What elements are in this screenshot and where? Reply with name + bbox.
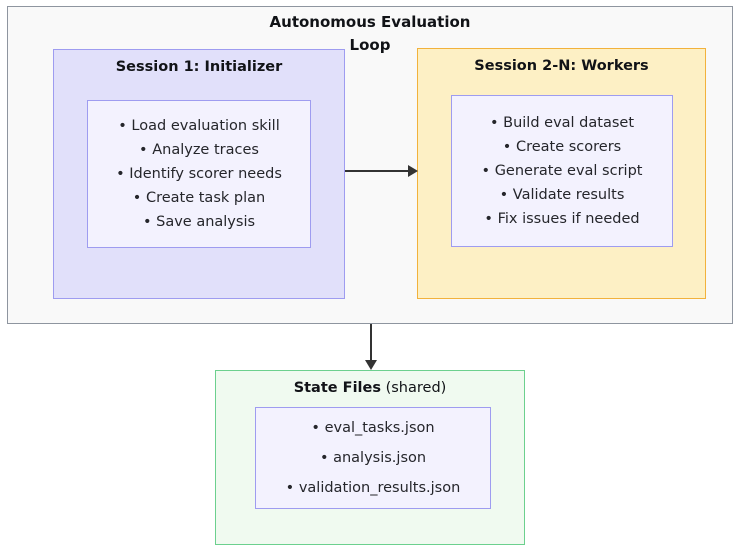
list-item: • Create task plan (132, 190, 266, 206)
list-item: • Validate results (499, 187, 625, 203)
list-item: • Load evaluation skill (118, 118, 280, 134)
panel-session-initializer[interactable]: Session 1: Initializer • Load evaluation… (53, 49, 345, 299)
state-files-title-strong: State Files (293, 380, 381, 396)
arrow-down-icon (365, 324, 377, 370)
list-item: • Build eval dataset (489, 115, 635, 131)
panel-title-workers: Session 2-N: Workers (474, 58, 649, 74)
workers-task-list: • Build eval dataset • Create scorers • … (451, 95, 673, 247)
panel-session-workers[interactable]: Session 2-N: Workers • Build eval datase… (417, 48, 706, 299)
list-item: • Identify scorer needs (116, 166, 282, 182)
list-item: • Analyze traces (139, 142, 259, 158)
arrow-right-icon (345, 165, 418, 177)
state-files-title: State Files (shared) (216, 380, 524, 396)
list-item: • eval_tasks.json (311, 420, 435, 436)
list-item: • analysis.json (319, 450, 427, 466)
list-item: • Fix issues if needed (484, 211, 640, 227)
state-files-list: • eval_tasks.json • analysis.json • vali… (255, 407, 491, 509)
loop-title: Autonomous Evaluation Loop (269, 13, 471, 54)
panel-title-initializer: Session 1: Initializer (115, 59, 283, 75)
list-item: • Create scorers (502, 139, 622, 155)
autonomous-evaluation-loop-container: Autonomous Evaluation Loop Session 1: In… (7, 6, 733, 324)
list-item: • Save analysis (142, 214, 256, 230)
initializer-task-list: • Load evaluation skill • Analyze traces… (87, 100, 311, 248)
list-item: • Generate eval script (481, 163, 643, 179)
state-files-title-soft: (shared) (380, 380, 447, 396)
panel-state-files[interactable]: State Files (shared) • eval_tasks.json •… (215, 370, 525, 545)
list-item: • validation_results.json (285, 480, 461, 496)
